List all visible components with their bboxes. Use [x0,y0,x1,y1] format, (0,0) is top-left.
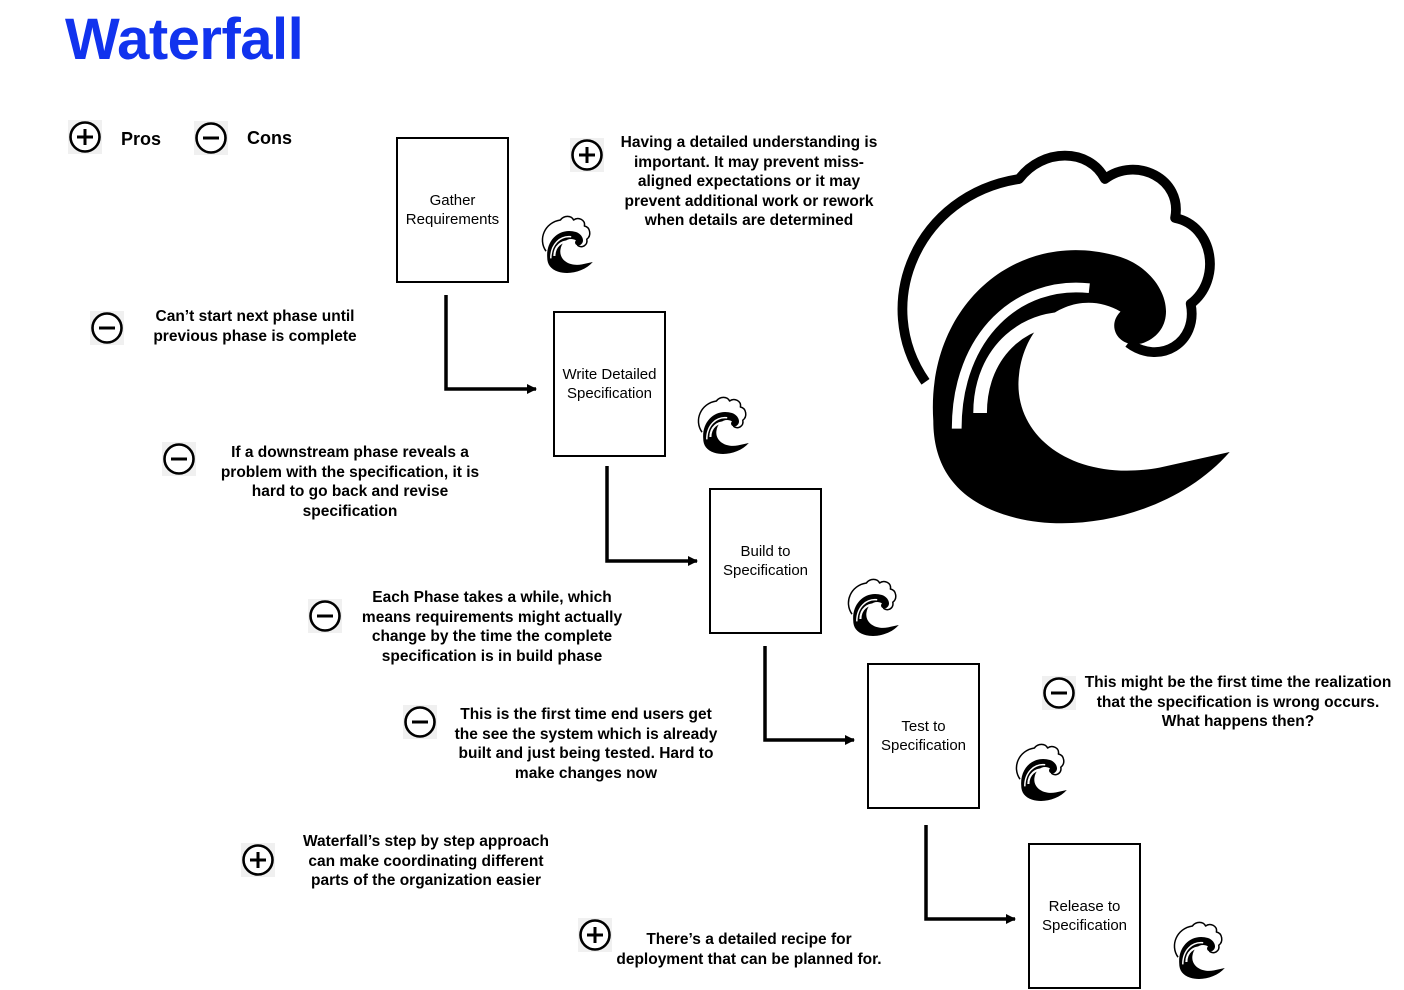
arrow-4 [924,825,1016,924]
minus-circle-icon [162,442,196,476]
page-title: Waterfall [65,7,304,72]
arrow-2 [605,466,698,566]
legend-cons-label: Cons [247,128,292,148]
phase-write-specification: Write Detailed Specification [553,311,666,457]
legend-pros-label: Pros [121,129,162,149]
plus-circle-icon [241,843,275,877]
phase-release: Release to Specification [1028,843,1141,989]
note-pro-step-by-step: Waterfall’s step by step approach can ma… [302,833,550,890]
plus-circle-icon [570,138,604,172]
note-pro-recipe: There’s a detailed recipe for deployment… [616,931,882,968]
wave-icon [840,577,900,637]
wave-icon [534,214,594,274]
phase-test: Test to Specification [867,663,980,809]
wave-icon [1008,742,1068,802]
phase-label: Gather Requirements [405,192,500,228]
minus-circle-icon [1042,676,1076,710]
minus-circle-icon [308,599,342,633]
phase-label: Write Detailed Specification [562,366,657,402]
note-con-downstream: If a downstream phase reveals a problem … [220,444,480,520]
minus-circle-icon [90,311,124,345]
note-con-realization: This might be the first time the realiza… [1084,674,1392,731]
note-con-next-phase: Can’t start next phase until previous ph… [153,308,357,345]
arrow-3 [763,646,855,745]
wave-icon [690,395,750,455]
phase-gather-requirements: Gather Requirements [396,137,509,283]
phase-label: Build to Specification [722,543,809,579]
minus-circle-icon [403,705,437,739]
phase-label: Release to Specification [1041,898,1128,934]
phase-build: Build to Specification [709,488,822,634]
note-pro-detailed-understanding: Having a detailed understanding is impor… [620,134,878,230]
wave-icon [1166,920,1226,980]
note-con-first-time-users: This is the first time end users get the… [454,706,718,782]
phase-label: Test to Specification [880,718,967,754]
arrow-1 [444,295,537,394]
note-con-each-phase: Each Phase takes a while, which means re… [361,589,623,665]
